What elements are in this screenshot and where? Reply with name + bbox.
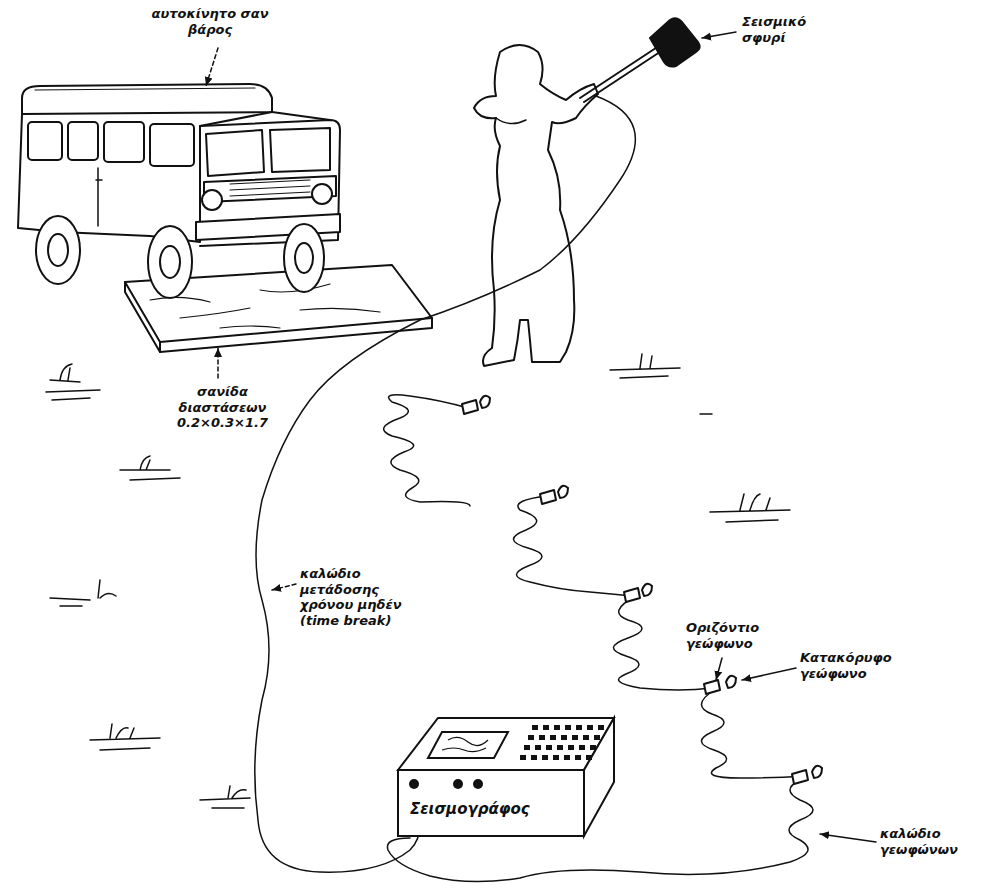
person-silhouette — [474, 45, 598, 366]
cable-label: καλώδιο μετάδοσης χρόνου μηδέν (time bre… — [300, 566, 422, 628]
seismograph-drawing — [392, 712, 618, 844]
car-label: αυτοκίνητο σαν βάρος — [140, 6, 280, 37]
geophone-cable — [384, 395, 813, 882]
leader-lines — [206, 32, 876, 842]
cable-label: καλώδιο γεωφώνων — [880, 826, 992, 857]
geophone-label: Οριζόντιο γεώφωνο — [686, 620, 786, 651]
hammer-label: Σεισμικό σφυρί — [742, 14, 832, 45]
device-name: Σεισμογράφος — [410, 800, 530, 818]
grass — [46, 354, 790, 808]
time-break-cable — [255, 96, 636, 872]
geophone-label: Κατακόρυφο γεώφωνο — [800, 650, 912, 681]
car — [18, 84, 340, 298]
plank-label: σανίδα διαστάσεων 0.2×0.3×1.7 — [160, 384, 285, 431]
seismic-hammer — [580, 18, 700, 102]
seismograph-box: Σεισμογράφος — [392, 712, 618, 844]
